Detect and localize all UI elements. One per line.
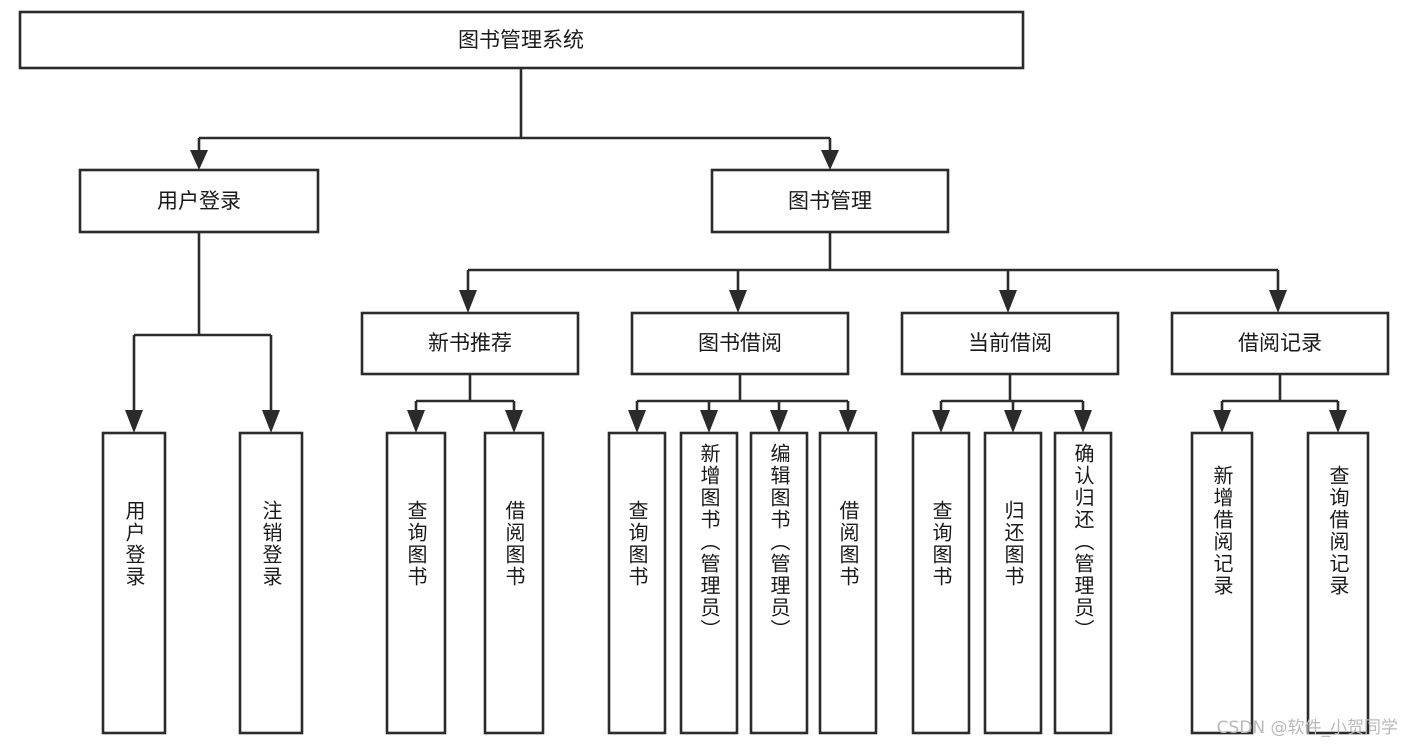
- node-user-login-label: 用户登录: [157, 189, 241, 213]
- node-book-manage[interactable]: 图书管理: [710, 168, 950, 234]
- node-leaf-borrow-book-box[interactable]: [818, 431, 878, 735]
- arrow-head-leaf-return-book-icon: [1004, 410, 1022, 433]
- node-root[interactable]: 图书管理系统: [18, 10, 1025, 70]
- arrow-head-leaf-user-login-icon: [125, 410, 143, 433]
- arrow-head-leaf-user-logout-icon: [262, 410, 280, 433]
- node-leaf-user-logout-label: 注销登录: [259, 500, 283, 588]
- watermark-label: CSDN @软件_小贺同学: [1217, 718, 1398, 738]
- node-leaf-query-book-current-label: 查询图书: [929, 500, 953, 588]
- node-leaf-query-book-recommend-label: 查询图书: [404, 500, 428, 588]
- arrow-head-leaf-query-borrow-record-icon: [1329, 410, 1347, 433]
- arrow-head-book-borrow-icon: [729, 290, 747, 313]
- node-leaf-add-book-label: 新增图书（管理员）: [697, 443, 721, 641]
- arrow-head-leaf-query-book-borrow-icon: [628, 410, 646, 433]
- node-leaf-add-borrow-record-label: 新增借阅记录: [1210, 465, 1234, 597]
- node-user-login-box[interactable]: [78, 168, 320, 234]
- node-book-borrow[interactable]: 图书借阅: [630, 311, 850, 376]
- node-root-box[interactable]: [18, 10, 1025, 70]
- node-new-book-recommend-label: 新书推荐: [428, 331, 512, 355]
- arrow-head-new-book-recommend-icon: [459, 290, 477, 313]
- node-leaf-return-book-box[interactable]: [983, 431, 1043, 735]
- node-leaf-query-book-recommend-box[interactable]: [385, 431, 447, 735]
- connector-group: [125, 68, 1347, 433]
- node-current-borrow-label: 当前借阅: [968, 331, 1052, 355]
- arrow-head-leaf-borrow-book-icon: [839, 410, 857, 433]
- node-leaf-borrow-book-recommend-box[interactable]: [483, 431, 545, 735]
- node-borrow-record[interactable]: 借阅记录: [1170, 311, 1390, 376]
- node-leaf-query-book-borrow-box[interactable]: [607, 431, 667, 735]
- arrow-head-leaf-query-book-current-icon: [932, 410, 950, 433]
- arrow-head-leaf-query-book-recommend-icon: [407, 410, 425, 433]
- leaf-label-group: 用户登录 注销登录 查询图书 借阅图书 查询图书 新增图书（管理员） 编辑图书（…: [122, 443, 1350, 641]
- node-leaf-query-borrow-record-box[interactable]: [1306, 431, 1370, 735]
- node-book-manage-box[interactable]: [710, 168, 950, 234]
- arrow-head-current-borrow-icon: [999, 290, 1017, 313]
- node-leaf-query-borrow-record-label: 查询借阅记录: [1326, 465, 1350, 597]
- node-leaf-user-login-label: 用户登录: [122, 500, 146, 588]
- node-leaf-user-logout-box[interactable]: [238, 431, 304, 735]
- arrow-head-leaf-add-book-icon: [700, 410, 718, 433]
- node-book-borrow-box[interactable]: [630, 311, 850, 376]
- node-current-borrow-box[interactable]: [900, 311, 1120, 376]
- node-leaf-edit-book-label: 编辑图书（管理员）: [767, 443, 791, 641]
- node-current-borrow[interactable]: 当前借阅: [900, 311, 1120, 376]
- node-leaf-add-book-box[interactable]: [679, 431, 739, 735]
- node-leaf-borrow-book-label: 借阅图书: [836, 500, 860, 588]
- arrow-head-leaf-confirm-return-icon: [1074, 410, 1092, 433]
- arrow-head-leaf-borrow-book-recommend-icon: [505, 410, 523, 433]
- arrow-head-leaf-edit-book-icon: [770, 410, 788, 433]
- node-leaf-confirm-return-box[interactable]: [1053, 431, 1113, 735]
- node-book-manage-label: 图书管理: [788, 189, 872, 213]
- arrow-head-borrow-record-icon: [1269, 290, 1287, 313]
- node-leaf-edit-book-box[interactable]: [749, 431, 809, 735]
- node-leaf-query-book-borrow-label: 查询图书: [625, 500, 649, 588]
- node-root-label: 图书管理系统: [458, 28, 584, 52]
- node-leaf-add-borrow-record-box[interactable]: [1190, 431, 1254, 735]
- node-leaf-user-login-box[interactable]: [101, 431, 167, 735]
- node-new-book-recommend-box[interactable]: [360, 311, 580, 376]
- node-leaf-borrow-book-recommend-label: 借阅图书: [502, 500, 526, 588]
- node-leaf-query-book-current-box[interactable]: [911, 431, 971, 735]
- node-user-login[interactable]: 用户登录: [78, 168, 320, 234]
- node-borrow-record-label: 借阅记录: [1238, 331, 1322, 355]
- node-borrow-record-box[interactable]: [1170, 311, 1390, 376]
- node-leaf-return-book-label: 归还图书: [1001, 500, 1025, 588]
- node-new-book-recommend[interactable]: 新书推荐: [360, 311, 580, 376]
- node-leaf-confirm-return-label: 确认归还（管理员）: [1071, 443, 1095, 641]
- arrow-head-leaf-add-borrow-record-icon: [1213, 410, 1231, 433]
- arrow-head-user-login-icon: [190, 150, 208, 170]
- arrow-head-book-manage-icon: [821, 150, 839, 170]
- node-book-borrow-label: 图书借阅: [698, 331, 782, 355]
- leaf-node-group: [101, 431, 1370, 735]
